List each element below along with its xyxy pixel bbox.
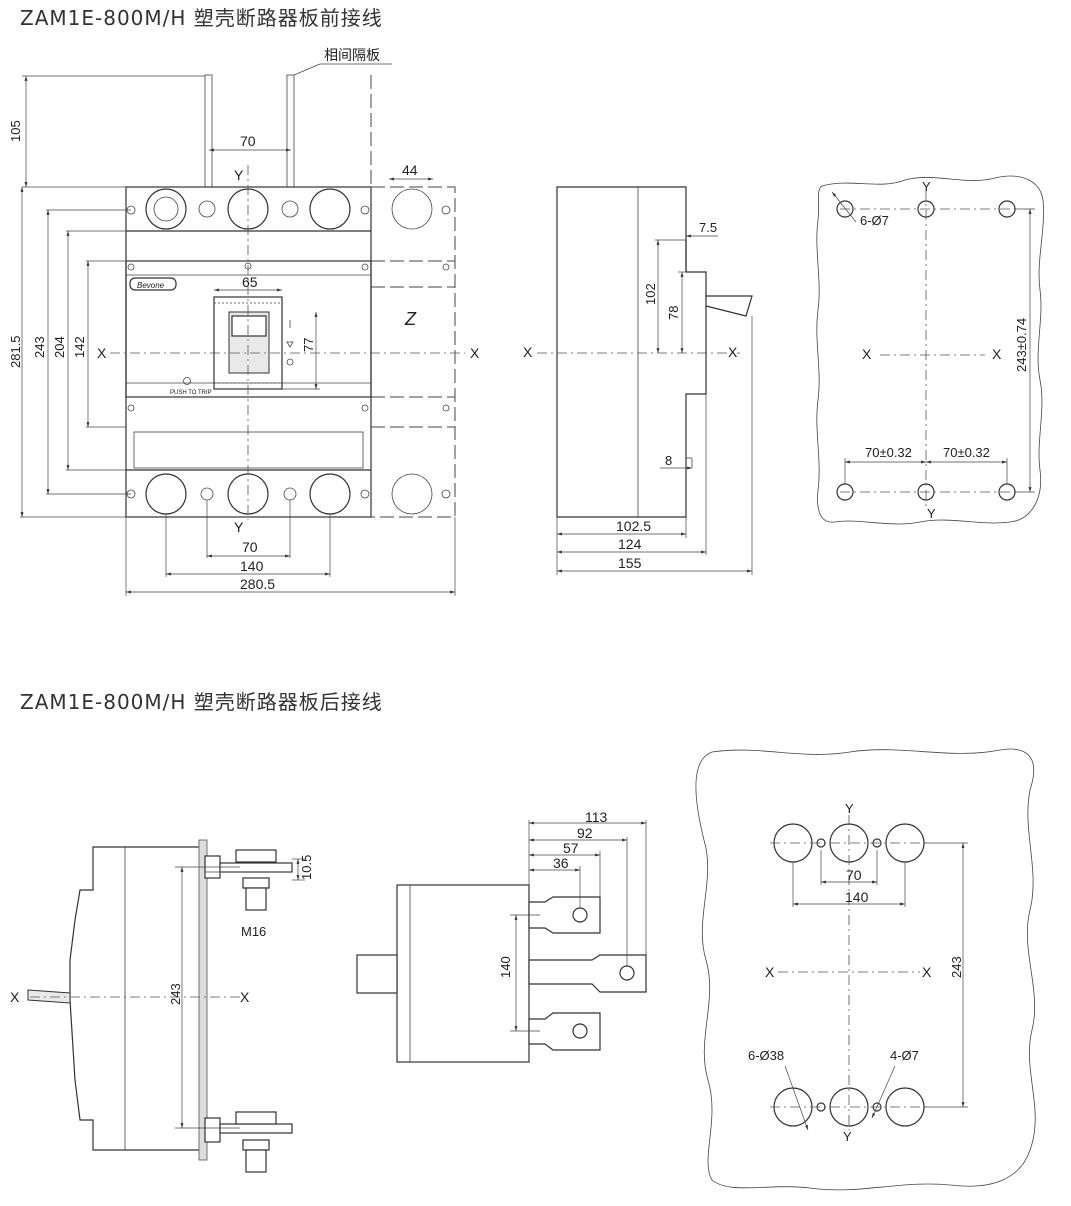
- dim-70-tol-b: 70±0.32: [943, 445, 990, 460]
- cutout-axis-x-left: X: [862, 346, 872, 362]
- dim-70-top: 70: [240, 133, 256, 149]
- cutout-axis-y-bottom: Y: [927, 506, 936, 521]
- label-6-holes: 6-Ø7: [860, 213, 889, 228]
- side-body: [556, 186, 707, 518]
- dim-102-side: 102: [643, 283, 658, 305]
- rear-cutout-axis-x-right: X: [922, 964, 932, 980]
- dim-113: 113: [585, 809, 608, 825]
- rear-panel-cutout: Y Y X X 70 140 243 6-Ø38 4-Ø7: [695, 748, 1036, 1191]
- m16-bolt: [245, 887, 267, 911]
- push-to-trip-button: [183, 377, 191, 385]
- dim-155: 155: [618, 555, 642, 571]
- dim-8: 8: [665, 453, 672, 468]
- axis-x-right: X: [470, 345, 480, 361]
- terminal-5: [309, 188, 351, 230]
- fourth-pole-outline: [371, 186, 456, 518]
- dim-7-5: 7.5: [699, 220, 717, 235]
- rear-handle: [27, 989, 71, 1004]
- terminal-n-top: [391, 188, 433, 230]
- cutout-axis-x-right: X: [992, 346, 1002, 362]
- label-m16: M16: [241, 924, 266, 939]
- dim-105: 105: [8, 120, 23, 142]
- axis-y-bottom: Y: [234, 519, 244, 535]
- dim-44: 44: [402, 162, 418, 178]
- push-to-trip-label: PUSH TO TRIP: [170, 390, 212, 396]
- label-4-small-holes: 4-Ø7: [890, 1048, 919, 1063]
- brand-logo: [129, 277, 177, 291]
- rear-axis-x-left: X: [10, 989, 20, 1005]
- dim-204: 204: [52, 336, 67, 358]
- dim-65: 65: [242, 274, 258, 290]
- hole-1: [836, 200, 854, 218]
- rear-wiring-title: ZAM1E-800M/H 塑壳断路器板后接线: [20, 690, 383, 714]
- dim-92: 92: [577, 825, 593, 841]
- mounting-plate: [198, 839, 208, 1161]
- phase-partition-left: [204, 74, 213, 188]
- axis-x-left: X: [97, 345, 107, 361]
- n-pole-mark: Z: [404, 309, 417, 329]
- dim-10-5: 10.5: [299, 855, 314, 880]
- side-handle: [705, 295, 753, 317]
- dim-70-tol-a: 70±0.32: [865, 445, 912, 460]
- dim-78: 78: [666, 306, 681, 320]
- dim-57: 57: [563, 840, 579, 856]
- dim-243-tolerance: 243±0.74: [1014, 318, 1029, 372]
- rear-top-view: 113 92 57 36 140: [356, 809, 647, 1063]
- front-panel-cutout: X X Y Y 6-Ø7 243±0.74 70±0.32 70±0.32: [816, 175, 1044, 525]
- dim-280-5: 280.5: [240, 576, 275, 592]
- dim-70-rear: 70: [846, 867, 862, 883]
- cutout-axis-y-top: Y: [922, 179, 931, 194]
- side-view: X X 7.5 102 78 8 102.5 124 155: [523, 186, 753, 575]
- busbar-1: [528, 896, 601, 934]
- dim-36: 36: [553, 855, 569, 871]
- partition-label: 相间隔板: [324, 47, 380, 63]
- rear-cutout-axis-y-bottom: Y: [843, 1129, 852, 1144]
- terminal-n-bottom: [391, 473, 433, 515]
- side-axis-x-right: X: [728, 344, 738, 360]
- rear-top-handle: [356, 954, 398, 994]
- front-view: 相间隔板 105 70 Y 44 Z: [8, 47, 480, 596]
- label-6-large-holes: 6-Ø38: [748, 1048, 784, 1063]
- panel-outline-rear: [695, 748, 1036, 1191]
- phase-partition-right: [286, 74, 295, 188]
- dim-70-bottom: 70: [242, 539, 258, 555]
- panel-outline-front: [816, 175, 1044, 525]
- dim-243-rear: 243: [168, 983, 183, 1005]
- rear-cutout-axis-y-top: Y: [845, 801, 854, 816]
- dim-140-cutout: 140: [845, 889, 869, 905]
- dim-140: 140: [240, 558, 264, 574]
- dim-243-cutout: 243: [949, 956, 964, 978]
- rear-axis-x-right: X: [240, 989, 250, 1005]
- dim-142: 142: [72, 336, 87, 358]
- dim-281-5: 281.5: [8, 335, 23, 368]
- dim-124: 124: [618, 536, 642, 552]
- terminal-1: [145, 188, 187, 230]
- dim-140-rear: 140: [498, 956, 513, 978]
- brand-text: Bevone: [137, 281, 165, 290]
- breaker-cover: [125, 260, 372, 398]
- front-wiring-title: ZAM1E-800M/H 塑壳断路器板前接线: [20, 6, 383, 30]
- dim-243: 243: [32, 336, 47, 358]
- dim-102-5: 102.5: [616, 518, 651, 534]
- rear-breaker-body: [69, 846, 206, 1151]
- side-axis-x-left: X: [523, 344, 533, 360]
- dim-77: 77: [301, 338, 316, 352]
- axis-y-top: Y: [234, 167, 244, 183]
- busbar-3: [528, 1012, 601, 1051]
- rear-side-view: X X 243 10.5 M16: [10, 839, 314, 1173]
- rear-cutout-axis-x-left: X: [765, 964, 775, 980]
- busbar-2: [528, 954, 647, 993]
